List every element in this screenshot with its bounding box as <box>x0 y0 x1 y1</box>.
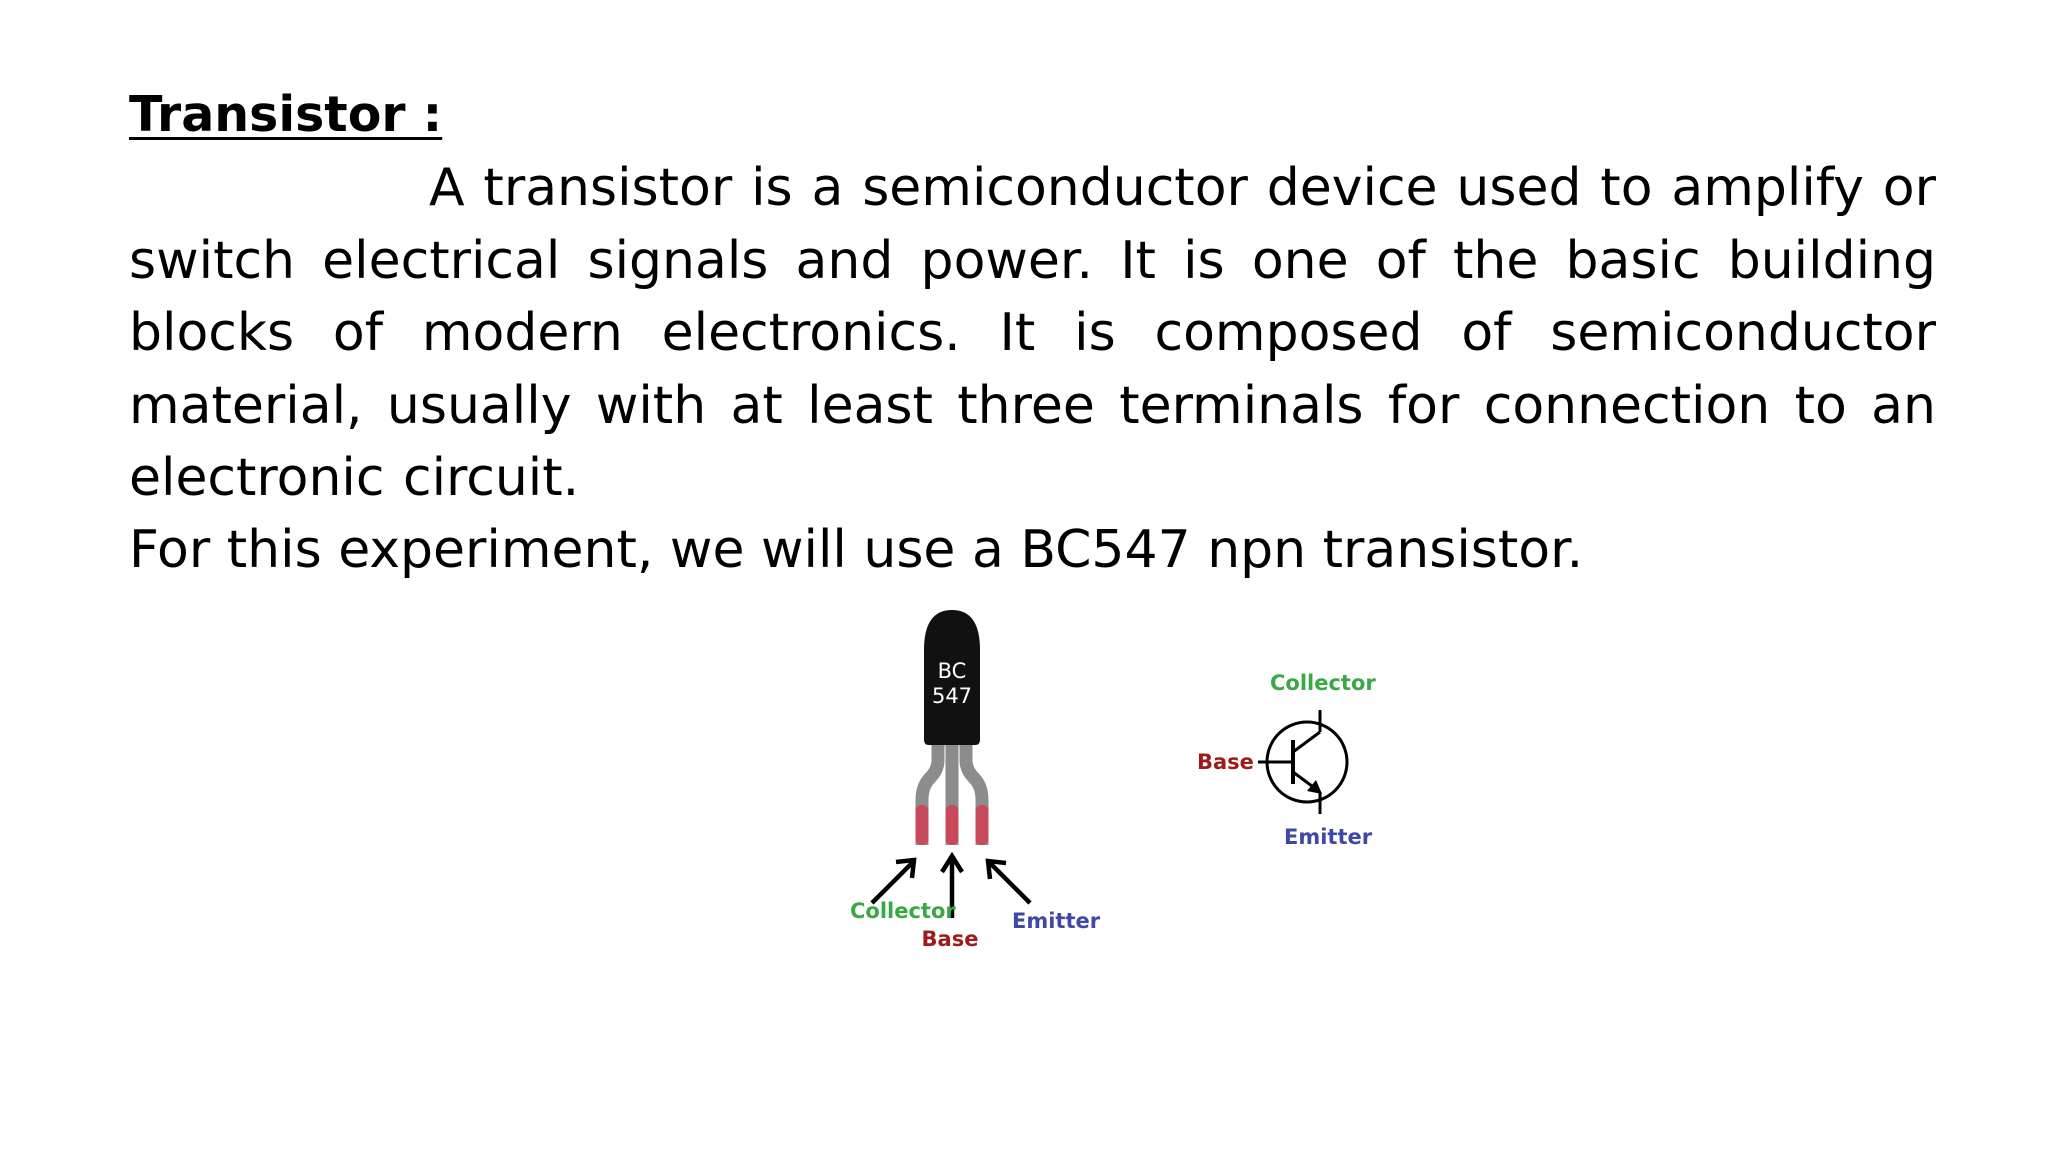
slide-title: Transistor : <box>129 86 443 143</box>
npn-symbol: Collector Base Emitter <box>1197 671 1376 849</box>
package-collector-label: Collector <box>850 899 956 923</box>
emitter-lead <box>959 730 989 845</box>
collector-lead-tip <box>915 805 929 845</box>
transistor-figure: BC 547 Collector Base Emitter <box>850 610 1376 951</box>
symbol-emitter-arrow <box>1307 780 1322 794</box>
transistor-body <box>924 610 980 745</box>
symbol-collector-label: Collector <box>1270 671 1376 695</box>
package-emitter-label: Emitter <box>1012 909 1101 933</box>
emitter-arrow <box>985 858 1032 905</box>
emitter-lead-tip <box>975 805 989 845</box>
symbol-base-label: Base <box>1197 750 1254 774</box>
experiment-note: For this experiment, we will use a BC547… <box>129 520 1584 580</box>
symbol-collector-line <box>1292 730 1321 754</box>
marking-line-1: BC <box>938 659 967 683</box>
bc547-package-image: BC 547 Collector Base Emitter <box>850 610 1101 951</box>
base-lead-tip <box>945 805 959 845</box>
definition-paragraph: A transistor is a semiconductor device u… <box>129 158 1936 508</box>
symbol-emitter-label: Emitter <box>1284 825 1373 849</box>
collector-arrow <box>870 857 917 905</box>
package-base-label: Base <box>922 927 979 951</box>
base-arrow <box>940 851 964 918</box>
marking-line-2: 547 <box>932 684 972 708</box>
collector-lead <box>915 730 945 845</box>
